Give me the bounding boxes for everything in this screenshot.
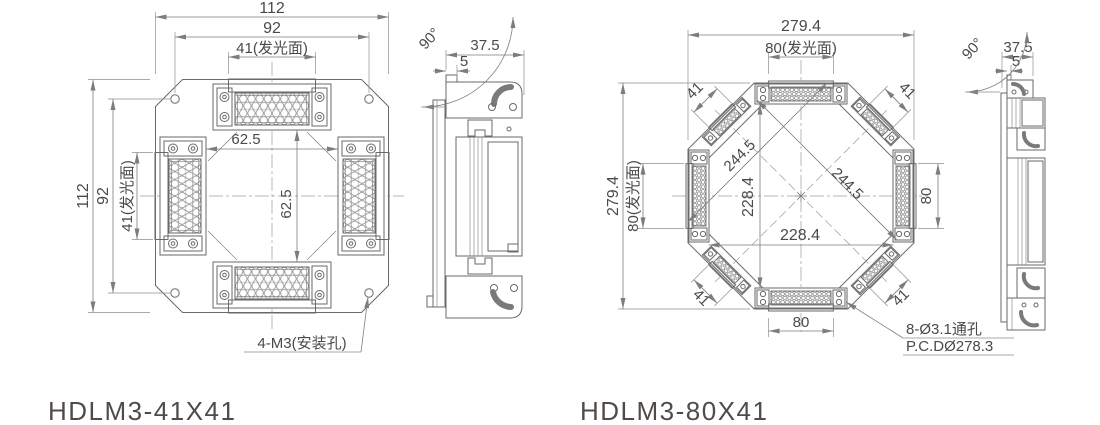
dim-emit-width: 41(发光面) [236,40,308,57]
pcd-callout: P.C.DØ278.3 [906,338,993,355]
dim-emit-width-top: 80(发光面) [765,40,837,57]
dim-side-step: 5 [1012,53,1020,70]
dim-side-angle: 90° [959,35,987,63]
dim-overall-width: 112 [259,0,285,17]
through-hole-callout: 8-Ø3.1通孔 [906,321,982,338]
dim-overall-width: 279.4 [781,18,821,35]
front-view-80x41 [672,60,928,332]
dim-aperture-height: 228.4 [740,177,757,217]
dim-mount-pitch-width: 92 [263,20,281,37]
mount-hole-callout: 4-M3(安装孔) [257,335,346,352]
dim-side-step: 5 [460,53,468,70]
dim-aperture-width: 62.5 [231,131,260,148]
side-view-80x41 [1000,74,1046,331]
dim-diag-emit-br: 41 [889,286,913,310]
led-bar-right [337,136,390,256]
dimensions-80x41: 279.4 80(发光面) 279.4 80(发光面) 80 80 228.4 … [605,18,1014,356]
model-title-right: HDLM3-80X41 [580,396,769,425]
led-bar-s [754,287,848,312]
dim-side-depth: 37.5 [470,37,499,54]
dimensions-side-80x41: 37.5 5 90° [959,31,1034,95]
dim-emit-height: 41(发光面) [119,160,136,232]
dim-overall-height: 112 [75,183,92,209]
extrusion-body [455,136,523,257]
led-bar-w [685,149,710,243]
led-bar-e [892,149,917,243]
dimensions-41x41: 112 92 41(发光面) 112 92 41(发光面) 62.5 62.5 … [75,0,389,353]
side-view-41x41 [426,74,523,319]
led-bar-left [154,136,207,256]
dim-diag-emit-tl: 41 [683,79,707,103]
led-bar-top [212,78,332,131]
dim-diag-emit-bl: 41 [689,286,713,310]
dim-side-angle: 90° [416,25,444,53]
dim-overall-height: 279.4 [605,176,622,216]
model-title-left: HDLM3-41X41 [48,396,237,425]
dim-emit-width-bottom: 80 [793,314,810,331]
led-bar-bottom [212,261,332,314]
dim-mount-pitch-height: 92 [95,187,112,205]
dim-diag-emit-tr: 41 [895,79,919,103]
led-bar-n [754,80,848,105]
front-view-41x41 [140,62,404,330]
dim-emit-height-left: 80(发光面) [625,160,642,232]
t-slot-profile-bottom [467,257,493,275]
dim-emit-height-right: 80 [918,188,935,205]
dim-aperture-height: 62.5 [278,189,295,218]
dim-aperture-width: 228.4 [780,227,820,244]
t-slot-profile-top [467,119,493,137]
bottom-angle-bracket [445,275,523,319]
